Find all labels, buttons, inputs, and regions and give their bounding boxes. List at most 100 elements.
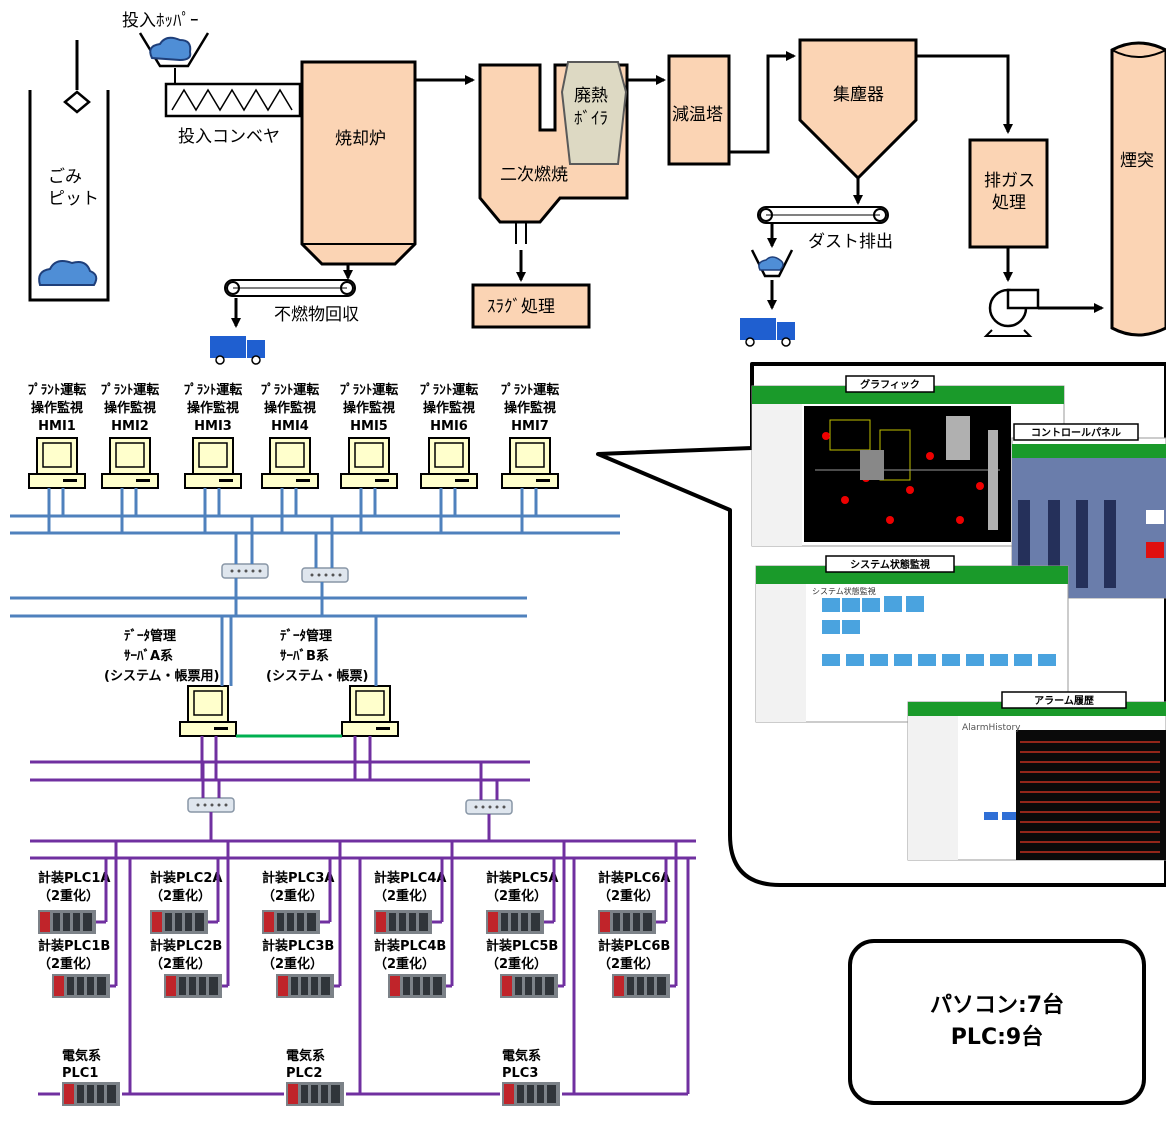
hmi-label-1: ﾌﾟﾗﾝﾄ運転 — [184, 382, 243, 398]
server-b: ﾃﾞｰﾀ管理 ｻｰﾊﾞB系 (システム・帳票) — [266, 628, 399, 737]
hopper: 投入ﾎｯﾊﾟｰ — [122, 11, 210, 84]
electric-plc-label-1: 電気系 — [502, 1048, 541, 1064]
computer-icon — [261, 437, 319, 489]
control-panel-title: コントロールパネル — [1031, 427, 1121, 439]
plc-b-note: （2重化） — [150, 956, 211, 972]
plc-pair: 計装PLC1A（2重化）計装PLC1B（2重化） — [38, 841, 118, 998]
exhaust-label-2: 処理 — [992, 193, 1026, 213]
plc-unit-icon — [486, 910, 544, 934]
plc-a-note: （2重化） — [598, 888, 659, 904]
exhaust-label-1: 排ガス — [984, 171, 1035, 191]
electric-plc-label-1: 電気系 — [62, 1048, 101, 1064]
electric-plc-loop — [38, 858, 690, 1096]
plc-pair: 計装PLC4A（2重化）計装PLC4B（2重化） — [374, 841, 454, 998]
plc-a-label: 計装PLC3A — [262, 870, 334, 886]
plc-a-label: 計装PLC2A — [150, 870, 222, 886]
hmi-id: HMI6 — [430, 419, 468, 434]
chimney-label: 煙突 — [1120, 151, 1154, 171]
electric-plc: 電気系 PLC1 — [62, 1048, 120, 1106]
plc-unit-icon — [262, 910, 320, 934]
cooling-tower — [667, 54, 731, 166]
plc-b-label: 計装PLC5B — [486, 938, 558, 954]
plc-unit-icon — [52, 974, 110, 998]
hmi-label-1: ﾌﾟﾗﾝﾄ運転 — [501, 382, 560, 398]
plc-unit-icon — [502, 1082, 560, 1106]
plc-b-label: 計装PLC6B — [598, 938, 670, 954]
server-a-label-3: (システム・帳票用) — [104, 668, 220, 684]
alarm-history-tab: アラーム履歴 — [1034, 695, 1094, 707]
plc-a-note: （2重化） — [38, 888, 99, 904]
hopper-label: 投入ﾎｯﾊﾟｰ — [122, 11, 199, 31]
server-b-label-2: ｻｰﾊﾞB系 — [280, 648, 329, 664]
plc-b-label: 計装PLC3B — [262, 938, 334, 954]
electric-plc-label-2: PLC1 — [62, 1066, 98, 1081]
hmi-label-1: ﾌﾟﾗﾝﾄ運転 — [420, 382, 479, 398]
plc-a-label: 計装PLC1A — [38, 870, 110, 886]
plc-a-note: （2重化） — [262, 888, 323, 904]
plc-a-note: （2重化） — [374, 888, 435, 904]
plc-unit-icon — [374, 910, 432, 934]
server-a-label-2: ｻｰﾊﾞA系 — [124, 648, 173, 664]
feed-conveyor: 投入コンベヤ — [164, 82, 302, 147]
summary-box: パソコン:7台 PLC:9台 — [848, 939, 1146, 1105]
boiler-label-2: ﾎﾞｲﾗ — [574, 109, 608, 129]
noncombustible-label: 不燃物回収 — [274, 305, 359, 325]
noncombustible-conveyor — [224, 279, 356, 297]
plc-b-label: 計装PLC4B — [374, 938, 446, 954]
electric-plc-label-1: 電気系 — [286, 1048, 325, 1064]
plc-b-note: （2重化） — [486, 956, 547, 972]
hmi-label-2: 操作監視 — [104, 400, 156, 416]
plc-unit-icon — [500, 974, 558, 998]
secondary-combustion: 廃熱 ﾎﾞｲﾗ 二次燃焼 — [478, 61, 629, 244]
plc-unit-icon — [150, 910, 208, 934]
computer-icon — [420, 437, 478, 489]
hmi-label-1: ﾌﾟﾗﾝﾄ運転 — [340, 382, 399, 398]
pit-label-1: ごみ — [48, 167, 82, 187]
dust-conveyor — [757, 206, 889, 224]
computer-icon — [501, 437, 559, 489]
hmi-label-1: ﾌﾟﾗﾝﾄ運転 — [261, 382, 320, 398]
summary-plc-count: PLC:9台 — [950, 1025, 1044, 1050]
blower-icon — [983, 288, 1040, 337]
plc-b-note: （2重化） — [38, 956, 99, 972]
dust-truck-icon — [739, 317, 796, 347]
hmi-workstations: ﾌﾟﾗﾝﾄ運転操作監視HMI1ﾌﾟﾗﾝﾄ運転操作監視HMI2ﾌﾟﾗﾝﾄ運転操作監… — [28, 382, 560, 533]
switch-hub-icon — [301, 567, 349, 583]
plc-b-note: （2重化） — [598, 956, 659, 972]
system-status-screen: システム状態監視 システム状態監視 — [755, 555, 1069, 723]
hmi-label-1: ﾌﾟﾗﾝﾄ運転 — [101, 382, 160, 398]
hmi-label-1: ﾌﾟﾗﾝﾄ運転 — [28, 382, 87, 398]
switch-hub-icon — [221, 563, 269, 579]
incinerator: 焼却炉 — [300, 60, 417, 266]
plc-unit-icon — [62, 1082, 120, 1106]
truck-icon — [209, 335, 266, 365]
plc-b-note: （2重化） — [374, 956, 435, 972]
plc-unit-icon — [598, 910, 656, 934]
computer-icon — [101, 437, 159, 489]
system-status-heading: システム状態監視 — [812, 586, 876, 596]
server-a: ﾃﾞｰﾀ管理 ｻｰﾊﾞA系 (システム・帳票用) — [104, 628, 237, 737]
hmi-id: HMI1 — [38, 419, 76, 434]
slag-box — [471, 283, 591, 329]
plc-unit-icon — [612, 974, 670, 998]
hmi-id: HMI5 — [350, 419, 388, 434]
dust-discharge-label: ダスト排出 — [808, 232, 893, 252]
plc-a-label: 計装PLC6A — [598, 870, 670, 886]
alarm-history-heading: AlarmHistory — [962, 723, 1021, 733]
instrument-plcs: 計装PLC1A（2重化）計装PLC1B（2重化）計装PLC2A（2重化）計装PL… — [38, 841, 678, 998]
garbage-pit: ごみ ピット — [28, 40, 110, 302]
hmi-label-2: 操作監視 — [423, 400, 475, 416]
system-status-tab: システム状態監視 — [850, 558, 930, 571]
hmi-id: HMI2 — [111, 419, 149, 434]
hmi-id: HMI3 — [194, 419, 232, 434]
